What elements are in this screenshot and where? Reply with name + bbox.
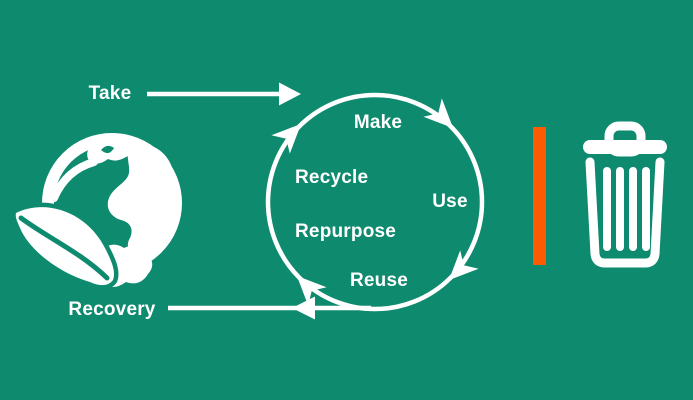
take-arrowhead-icon xyxy=(279,82,301,106)
cycle-ring xyxy=(265,92,485,312)
recovery-arrowhead-icon xyxy=(292,296,315,320)
orange-divider-bar xyxy=(533,127,546,265)
cycle-step-use-label: Use xyxy=(432,191,468,212)
cycle-step-repurpose-label: Repurpose xyxy=(295,221,397,242)
continent-main xyxy=(107,144,175,254)
cycle-circle xyxy=(265,92,485,312)
take-arrow xyxy=(147,82,301,106)
take-label: Take xyxy=(88,83,132,104)
continent-north xyxy=(87,139,135,164)
trash-can-icon xyxy=(583,121,667,268)
trash-body xyxy=(585,157,665,268)
cycle-step-recycle-label: Recycle xyxy=(295,167,369,188)
recovery-label: Recovery xyxy=(68,299,156,320)
earth-leaf-icon xyxy=(11,133,182,290)
recovery-arrow xyxy=(168,296,371,320)
leaf-vein xyxy=(18,215,110,281)
trash-lid xyxy=(583,140,667,154)
globe-swoosh xyxy=(50,158,98,202)
cycle-step-make-label: Make xyxy=(353,112,403,133)
cycle-step-reuse-label: Reuse xyxy=(349,270,409,291)
